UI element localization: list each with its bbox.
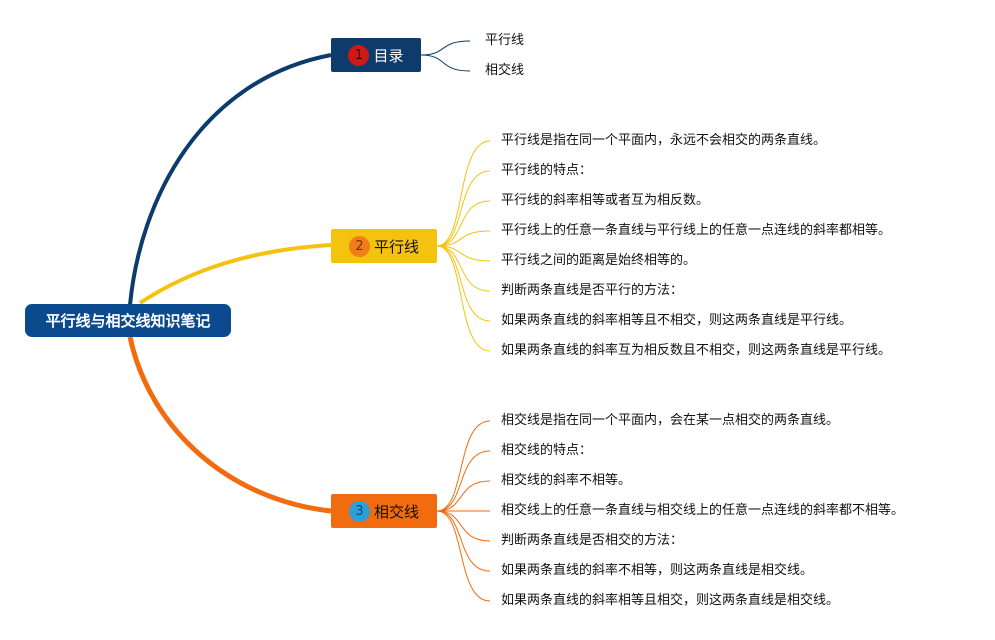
connector-intersecting-leaf-5 xyxy=(436,510,491,542)
branch-parallel[interactable]: 2 平行线 xyxy=(331,229,437,263)
leaf-parallel-8[interactable]: 如果两条直线的斜率互为相反数且不相交，则这两条直线是平行线。 xyxy=(501,343,892,358)
leaf-intersecting-6[interactable]: 如果两条直线的斜率不相等，则这两条直线是相交线。 xyxy=(501,563,814,578)
leaf-contents-2[interactable]: 相交线 xyxy=(485,63,525,78)
leaf-contents-1[interactable]: 平行线 xyxy=(485,33,525,48)
connector-parallel-leaf-7 xyxy=(436,245,491,322)
root-topic[interactable]: 平行线与相交线知识笔记 xyxy=(25,304,231,337)
branch-parallel-label: 平行线 xyxy=(373,237,419,256)
leaf-intersecting-4[interactable]: 相交线上的任意一条直线与相交线上的任意一点连线的斜率都不相等。 xyxy=(501,503,905,518)
leaf-parallel-2[interactable]: 平行线的特点： xyxy=(501,163,593,178)
connector-intersecting-leaf-2 xyxy=(436,450,491,512)
badge-3: 3 xyxy=(348,500,370,522)
leaf-intersecting-2[interactable]: 相交线的特点： xyxy=(501,443,593,458)
leaf-parallel-3[interactable]: 平行线的斜率相等或者互为相反数。 xyxy=(501,193,710,208)
connector-parallel-leaf-4 xyxy=(436,230,491,247)
connector-parallel-leaf-2 xyxy=(436,170,491,247)
connector-intersecting-leaf-7 xyxy=(436,510,491,602)
connector-contents-leaf-1 xyxy=(420,40,471,56)
connector-parallel-leaf-6 xyxy=(436,245,491,292)
leaf-parallel-6[interactable]: 判断两条直线是否平行的方法： xyxy=(501,283,684,298)
connector-root-to-parallel xyxy=(138,243,332,305)
branch-contents[interactable]: 1 目录 xyxy=(331,38,421,72)
connector-root-to-contents xyxy=(128,53,332,306)
leaf-intersecting-7[interactable]: 如果两条直线的斜率相等且相交，则这两条直线是相交线。 xyxy=(501,593,840,608)
leaf-parallel-5[interactable]: 平行线之间的距离是始终相等的。 xyxy=(501,253,697,268)
connector-root-to-intersecting xyxy=(127,336,332,514)
branch-intersecting-label: 相交线 xyxy=(373,502,419,521)
connector-contents-leaf-2 xyxy=(420,54,471,72)
badge-2: 2 xyxy=(348,235,370,257)
leaf-intersecting-1[interactable]: 相交线是指在同一个平面内，会在某一点相交的两条直线。 xyxy=(501,413,840,428)
leaf-parallel-7[interactable]: 如果两条直线的斜率相等且不相交，则这两条直线是平行线。 xyxy=(501,313,853,328)
leaf-intersecting-3[interactable]: 相交线的斜率不相等。 xyxy=(501,473,632,488)
connector-intersecting-leaf-3 xyxy=(436,480,491,512)
badge-1: 1 xyxy=(348,44,370,66)
connector-parallel-leaf-5 xyxy=(436,245,491,262)
leaf-intersecting-5[interactable]: 判断两条直线是否相交的方法： xyxy=(501,533,684,548)
connector-intersecting-leaf-6 xyxy=(436,510,491,572)
connector-parallel-leaf-1 xyxy=(436,140,491,247)
branch-contents-label: 目录 xyxy=(373,46,404,65)
connector-intersecting-leaf-1 xyxy=(436,420,491,512)
root-title: 平行线与相交线知识笔记 xyxy=(45,312,211,330)
connector-parallel-leaf-3 xyxy=(436,200,491,247)
leaf-parallel-1[interactable]: 平行线是指在同一个平面内，永远不会相交的两条直线。 xyxy=(501,133,827,148)
leaf-parallel-4[interactable]: 平行线上的任意一条直线与平行线上的任意一点连线的斜率都相等。 xyxy=(501,223,892,238)
connector-parallel-leaf-8 xyxy=(436,245,491,352)
branch-intersecting[interactable]: 3 相交线 xyxy=(331,494,437,528)
